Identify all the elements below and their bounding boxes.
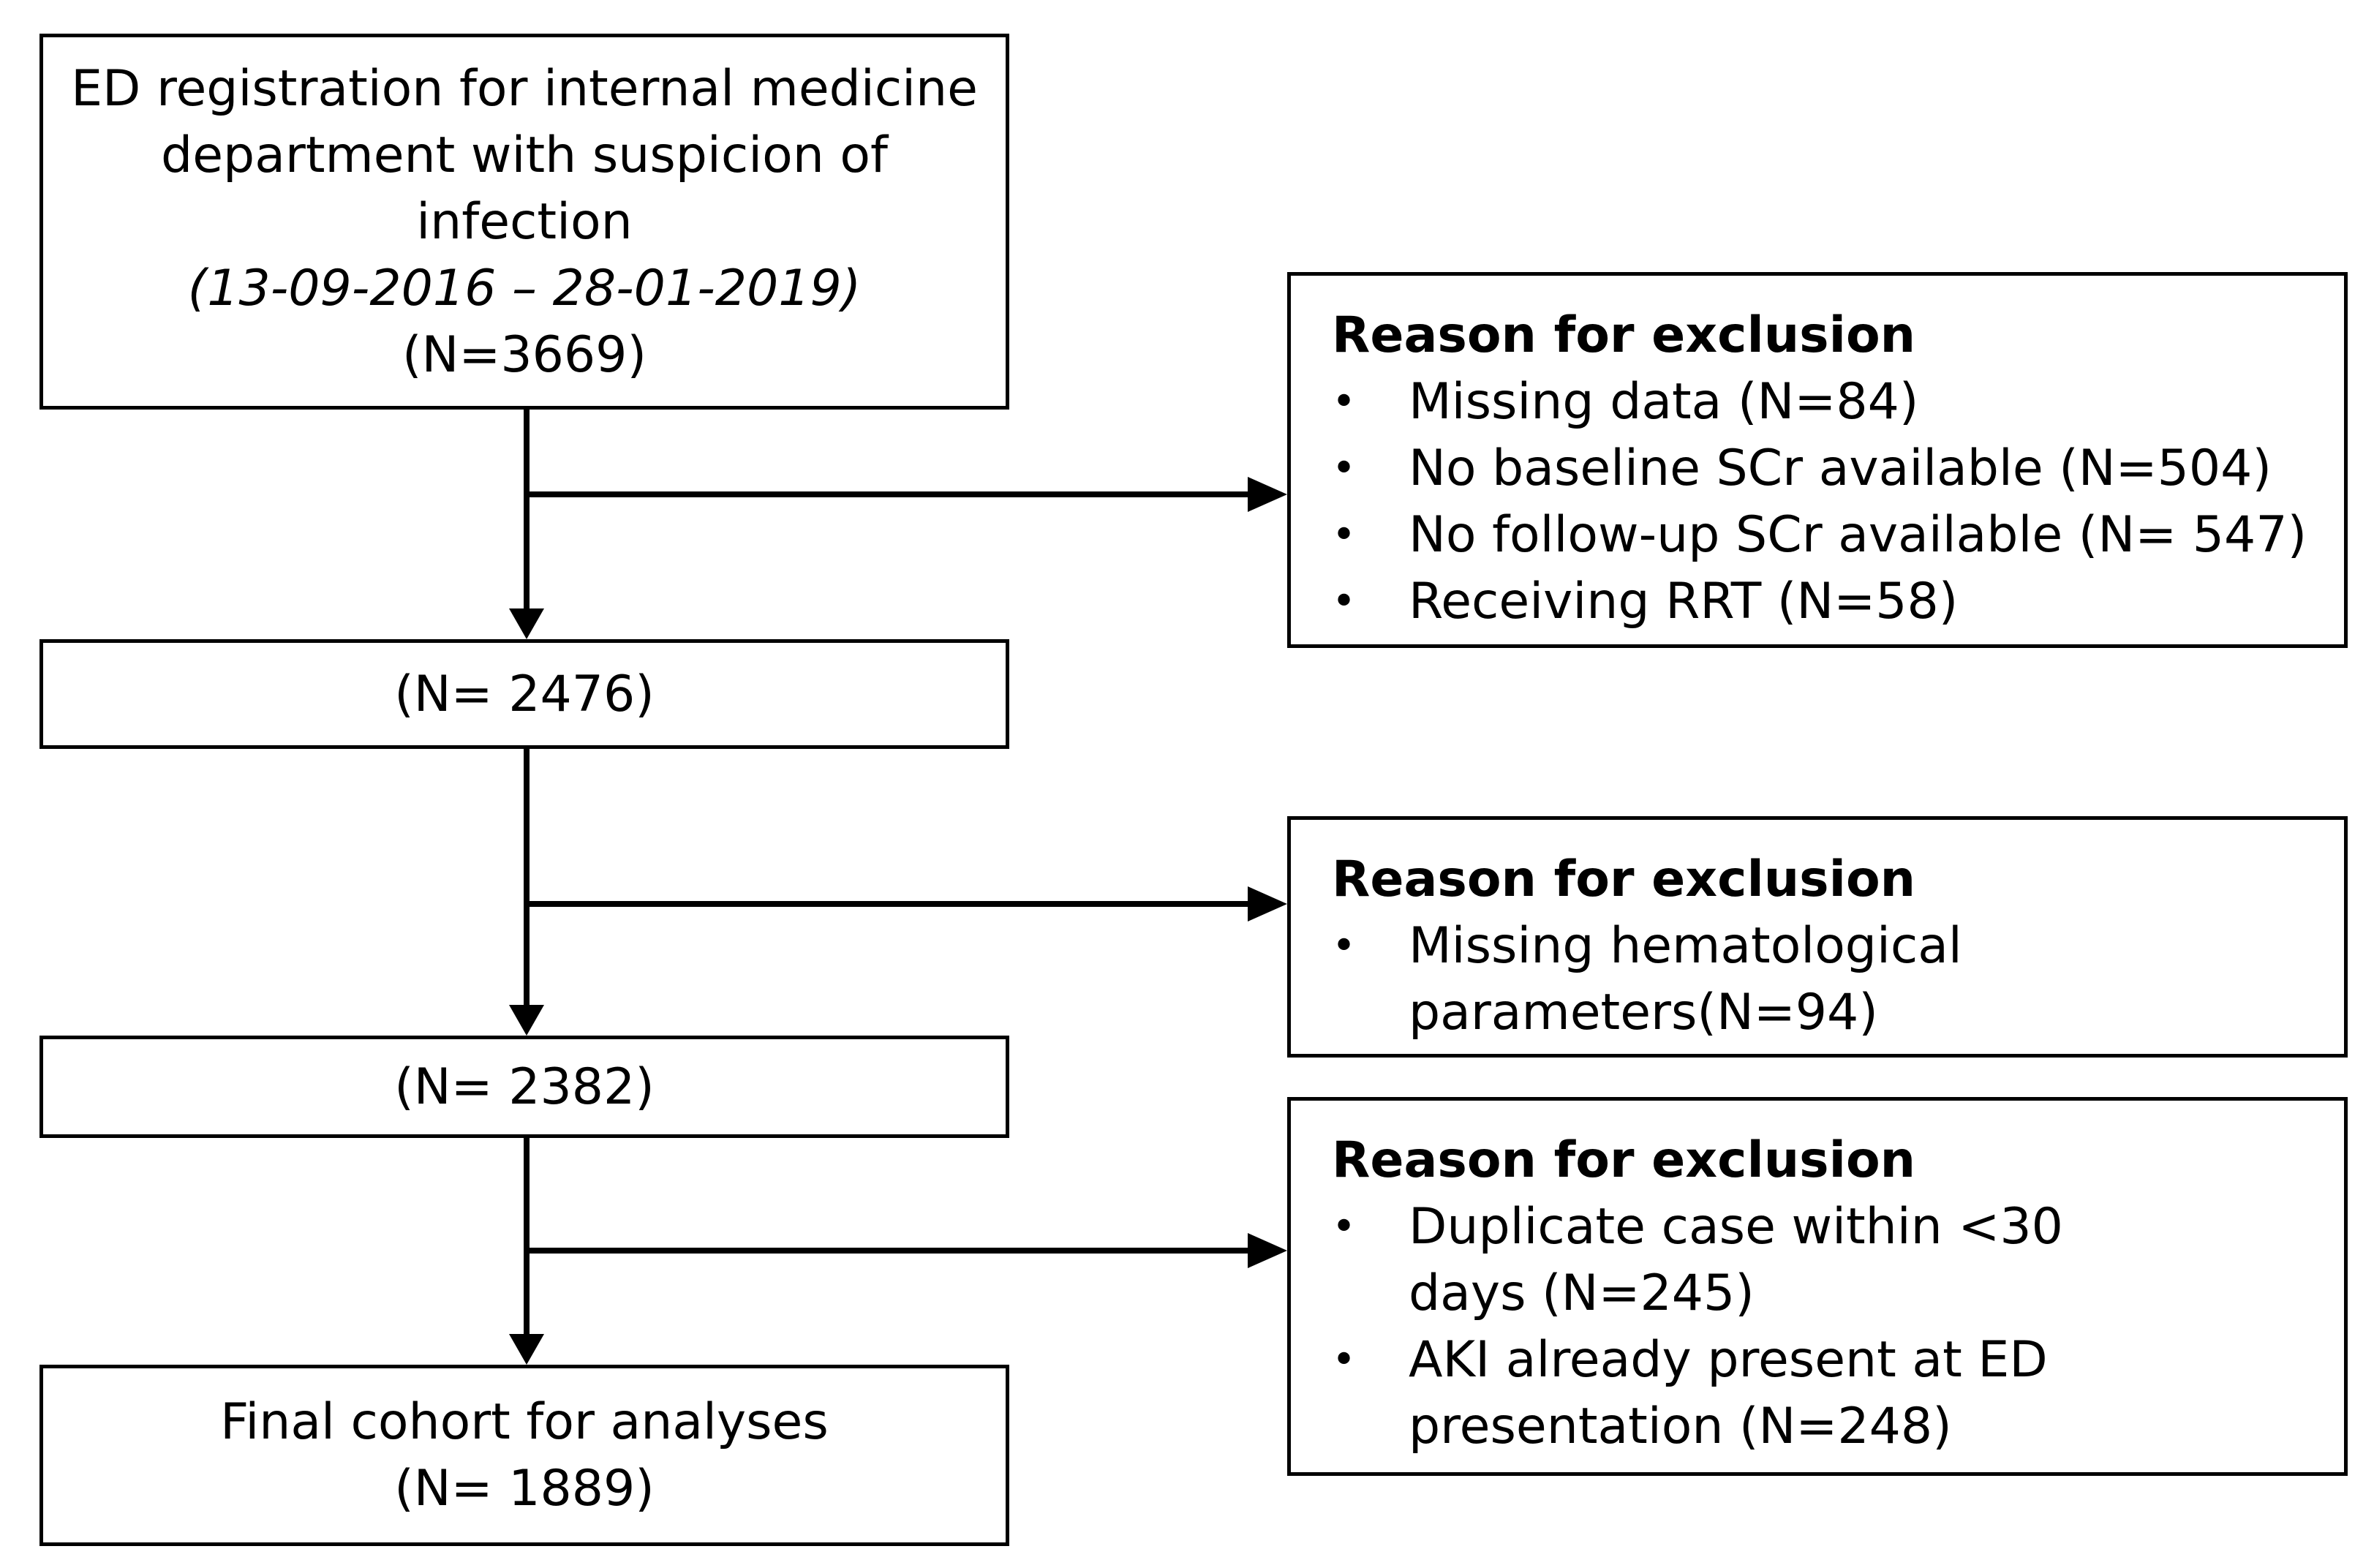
step2-count: (N= 2476) [394,665,655,723]
exclusion-item: AKI already present at ED presentation (… [1332,1327,2195,1460]
exclusion-title-3: Reason for exclusion [1332,1131,1916,1189]
final-count: (N= 1889) [394,1460,655,1518]
arrowhead-right-1 [1248,477,1287,512]
step3-box: (N= 2382) [39,1036,1009,1138]
exclusion-list-3: Duplicate case within <30 days (N=245) A… [1332,1194,2195,1460]
arrowhead-right-2 [1248,886,1287,921]
step1-line-3: infection [416,192,633,251]
exclusion-box-2: Reason for exclusion Missing hematologic… [1287,816,2348,1058]
arrowhead-down-1 [509,608,544,639]
exclusion-item: Duplicate case within <30 days (N=245) [1332,1194,2195,1327]
step1-line-1: ED registration for internal medicine [71,59,978,118]
step1-line-2: department with suspicion of [161,126,888,184]
exclusion-item: No follow-up SCr available (N= 547) [1332,502,2344,568]
exclusion-item: Missing data (N=84) [1332,369,2344,435]
exclusion-item: Receiving RRT (N=58) [1332,568,2344,635]
exclusion-list-1: Missing data (N=84) No baseline SCr avai… [1332,369,2344,635]
step1-period: (13-09-2016 – 28-01-2019) [187,259,862,317]
exclusion-item: No baseline SCr available (N=504) [1332,435,2344,502]
final-label: Final cohort for analyses [220,1393,829,1451]
arrowhead-down-3 [509,1334,544,1365]
exclusion-box-1: Reason for exclusion Missing data (N=84)… [1287,272,2348,648]
exclusion-list-2: Missing hematological parameters(N=94) [1332,913,1975,1046]
arrowhead-down-2 [509,1005,544,1036]
step1-count: (N=3669) [402,325,647,384]
exclusion-title-1: Reason for exclusion [1332,306,1916,364]
step3-count: (N= 2382) [394,1058,655,1116]
exclusion-title-2: Reason for exclusion [1332,851,1916,908]
exclusion-box-3: Reason for exclusion Duplicate case with… [1287,1097,2348,1476]
step1-box: ED registration for internal medicine de… [39,34,1009,410]
exclusion-item: Missing hematological parameters(N=94) [1332,913,1975,1046]
final-box: Final cohort for analyses (N= 1889) [39,1365,1009,1546]
step2-box: (N= 2476) [39,639,1009,749]
arrowhead-right-3 [1248,1233,1287,1268]
